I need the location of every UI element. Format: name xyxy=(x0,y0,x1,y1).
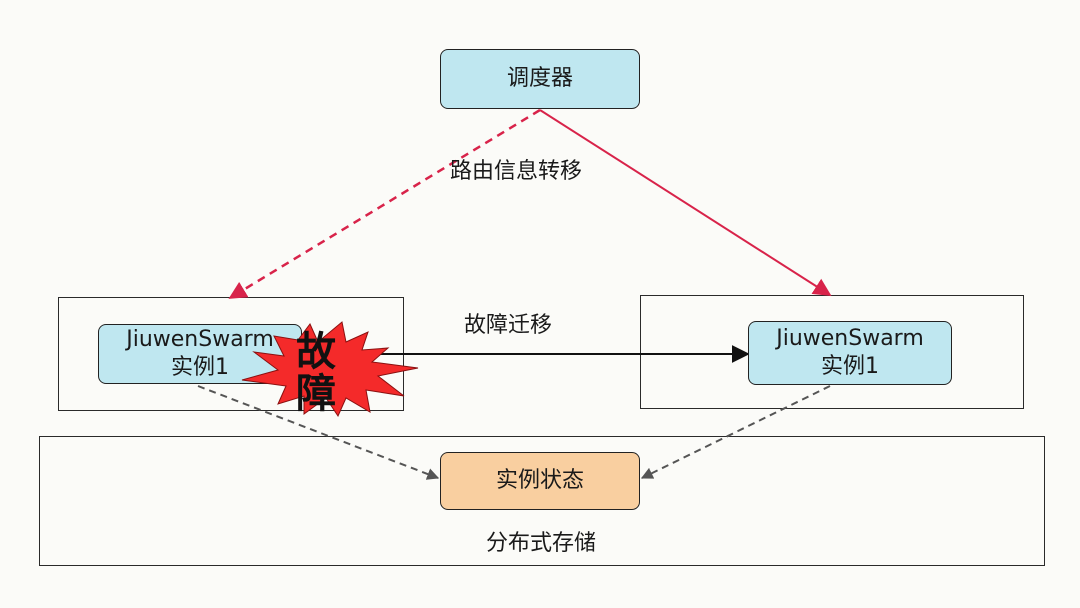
right-instance-line2: 实例1 xyxy=(821,354,879,379)
route-transfer-dashed-arrow xyxy=(228,108,541,300)
instance-state-node: 实例状态 xyxy=(440,452,640,510)
failover-label: 故障迁移 xyxy=(464,313,553,338)
scheduler-label: 调度器 xyxy=(506,66,573,91)
right-instance-node: JiuwenSwarm 实例1 xyxy=(748,321,952,385)
scheduler-node: 调度器 xyxy=(440,49,640,109)
right-host-frame xyxy=(640,295,1024,409)
instance-state-label: 实例状态 xyxy=(495,468,584,493)
right-instance-line1: JiuwenSwarm xyxy=(776,326,924,351)
scheduler-to-right-arrow xyxy=(539,109,832,296)
left-instance-line2: 实例1 xyxy=(171,355,229,380)
fault-char-2: 障 xyxy=(296,371,336,417)
distributed-storage-label: 分布式存储 xyxy=(486,531,597,556)
left-instance-line1: JiuwenSwarm xyxy=(126,327,274,352)
storage-frame xyxy=(39,436,1045,566)
fault-char-1: 故 xyxy=(296,329,336,375)
route-transfer-label: 路由信息转移 xyxy=(450,159,583,184)
